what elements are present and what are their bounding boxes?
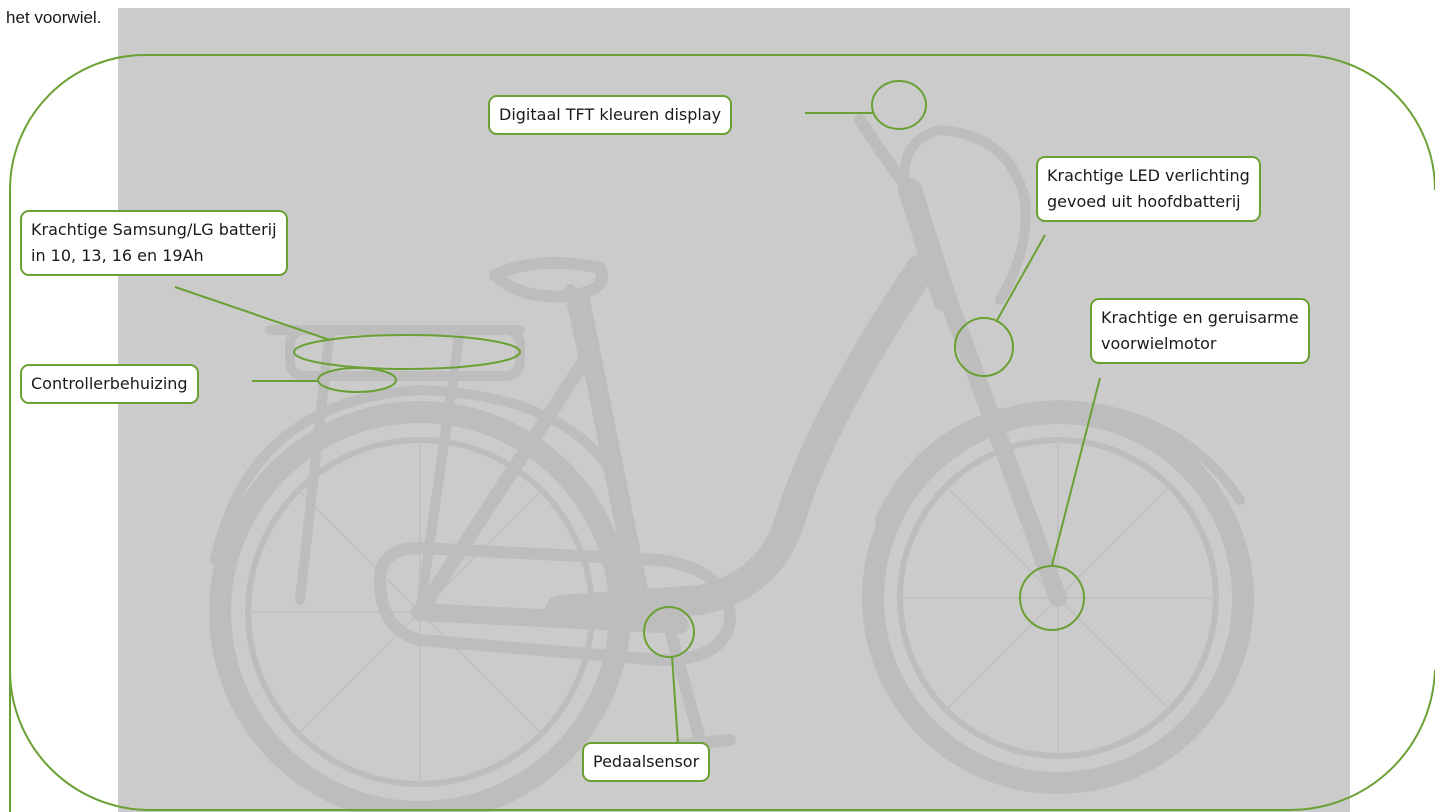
bicycle-silhouette (209, 114, 1254, 812)
saddle (489, 256, 608, 303)
crank-arm (664, 624, 706, 746)
label-motor-line-2: voorwielmotor (1101, 334, 1217, 353)
label-battery-line-2: in 10, 13, 16 en 19Ah (31, 246, 204, 265)
frame-seat-tube (570, 290, 650, 610)
controller-highlight (317, 367, 397, 393)
chain-guard (374, 542, 736, 666)
frame-down-tube (545, 255, 935, 625)
label-pedal-sensor: Pedaalsensor (582, 742, 711, 782)
battery-highlight (293, 334, 521, 370)
callout-frame-outline (9, 54, 1435, 812)
frame-seatstay (413, 353, 592, 619)
label-battery-line-1: Krachtige Samsung/LG batterij (31, 220, 277, 239)
pedal-sensor-highlight (643, 606, 695, 658)
label-led-line-2: gevoed uit hoofdbatterij (1047, 192, 1241, 211)
callout-connectors (174, 112, 1101, 745)
head-tube (898, 178, 957, 312)
connector-pedal (671, 655, 679, 745)
connector-motor (1051, 377, 1101, 566)
intro-text-fragment: het voorwiel. (6, 8, 102, 27)
rear-mudguard (210, 385, 615, 565)
label-front-motor: Krachtige en geruisarme voorwielmotor (1090, 298, 1310, 364)
handlebar (899, 125, 1031, 305)
led-light-highlight (954, 317, 1014, 377)
callout-frame-bottom (9, 669, 1435, 811)
label-display-line-1: Digitaal TFT kleuren display (499, 105, 722, 124)
label-controller: Controllerbehuizing (20, 364, 199, 404)
label-controller-line-1: Controllerbehuizing (31, 374, 188, 393)
label-pedal-line-1: Pedaalsensor (593, 752, 700, 771)
label-display: Digitaal TFT kleuren display (488, 95, 733, 135)
label-led-lighting: Krachtige LED verlichting gevoed uit hoo… (1036, 156, 1261, 222)
connector-battery (174, 286, 331, 341)
label-motor-line-1: Krachtige en geruisarme (1101, 308, 1299, 327)
label-led-line-1: Krachtige LED verlichting (1047, 166, 1250, 185)
frame-chainstay (411, 603, 689, 634)
front-wheel-tire (862, 402, 1254, 794)
motor-highlight (1019, 565, 1085, 631)
label-battery: Krachtige Samsung/LG batterij in 10, 13,… (20, 210, 288, 276)
connector-led (995, 234, 1046, 323)
stem (854, 114, 911, 191)
front-mudguard (875, 400, 1245, 525)
highlight-markers (293, 80, 1085, 658)
display-highlight (871, 80, 927, 130)
